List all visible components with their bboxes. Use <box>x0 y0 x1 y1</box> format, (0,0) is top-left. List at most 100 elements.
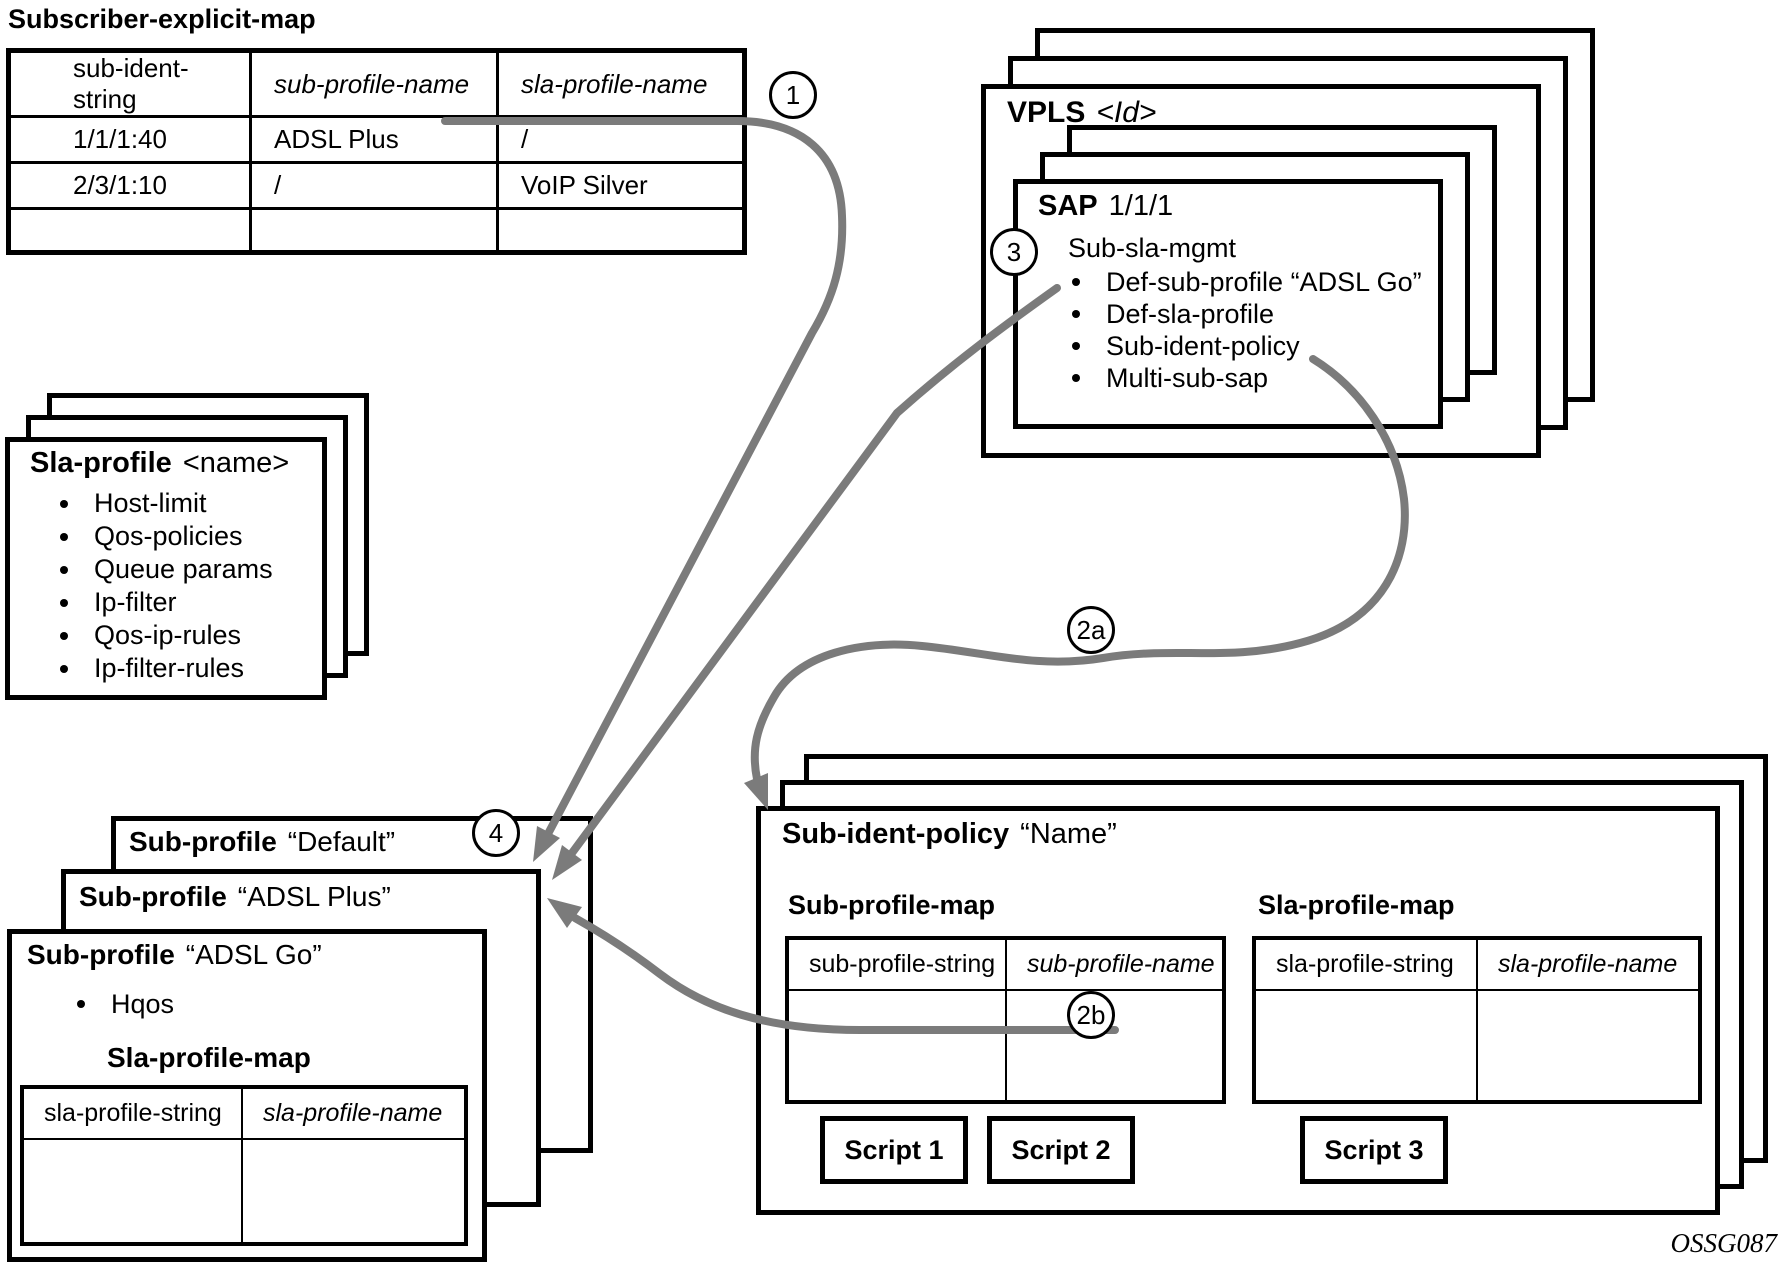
bullet-icon <box>60 664 68 673</box>
bullet-icon <box>1072 374 1080 382</box>
sla-profile-title: Sla-profile <name> <box>30 447 289 480</box>
sap-subtitle: Sub-sla-mgmt <box>1068 233 1237 263</box>
title-rest: “ADSL Go” <box>185 939 322 970</box>
sub-profile-map-heading: Sub-profile-map <box>788 890 995 920</box>
cell-sub-profile: / <box>249 161 499 210</box>
header-sla-profile-string: sla-profile-string <box>21 1086 243 1140</box>
vpls-title-id: <Id> <box>1096 96 1157 129</box>
sla-profile-box-front <box>5 437 327 700</box>
header-sla-profile-name: sla-profile-name <box>1476 937 1701 991</box>
list-item: Sub-ident-policy <box>1070 330 1422 362</box>
bullet-icon <box>60 499 68 508</box>
list-item: Multi-sub-sap <box>1070 362 1422 394</box>
sla-profile-map-heading-left: Sla-profile-map <box>107 1042 311 1073</box>
sub-profile-adsl-plus-title: Sub-profile “ADSL Plus” <box>79 881 391 913</box>
list-item-label: Ip-filter <box>94 587 177 617</box>
list-item-label: Queue params <box>94 554 273 584</box>
title-rest: “Name” <box>1020 818 1117 850</box>
bullet-icon <box>1072 342 1080 350</box>
sap-title: SAP 1/1/1 <box>1038 190 1173 223</box>
sap-title-bold: SAP <box>1038 190 1098 222</box>
list-item: Ip-filter <box>58 586 273 619</box>
bullet-icon <box>1072 278 1080 286</box>
header-sub-ident-string: sub-ident-string <box>7 49 252 118</box>
script-3-box: Script 3 <box>1300 1116 1448 1184</box>
title-rest: “Default” <box>287 826 396 857</box>
sub-profile-bullet-list: Hqos <box>75 988 174 1020</box>
list-item-label: Host-limit <box>94 488 207 518</box>
vpls-title-bold: VPLS <box>1007 96 1086 129</box>
list-item: Hqos <box>75 988 174 1020</box>
sub-ident-policy-title: Sub-ident-policy“Name” <box>782 818 1117 851</box>
cell-empty <box>1476 989 1701 1103</box>
sla-profile-map-table-left: sla-profile-string sla-profile-name <box>20 1085 468 1246</box>
title-bold: Sub-profile <box>79 881 227 912</box>
sap-title-id: 1/1/1 <box>1108 190 1174 222</box>
sub-profile-default-title: Sub-profile “Default” <box>129 826 395 858</box>
cell-empty <box>241 1138 467 1245</box>
table-row <box>7 207 746 254</box>
title-rest: “ADSL Plus” <box>237 881 391 912</box>
script-1-box: Script 1 <box>820 1116 968 1184</box>
table-row: 1/1/1:40 ADSL Plus / <box>7 115 746 164</box>
cell-empty <box>21 1138 243 1245</box>
explicit-map-title: Subscriber-explicit-map <box>8 4 316 34</box>
cell-sub-profile: ADSL Plus <box>249 115 499 164</box>
sla-profile-title-name: <name> <box>182 447 290 479</box>
table-header-row: sub-profile-string sub-profile-name <box>786 937 1225 991</box>
cell-sub-ident: 2/3/1:10 <box>7 161 252 210</box>
header-sla-profile-name: sla-profile-name <box>241 1086 467 1140</box>
sub-profile-map-table: sub-profile-string sub-profile-name <box>785 936 1226 1104</box>
list-item-label: Multi-sub-sap <box>1106 362 1269 393</box>
list-item-label: Def-sla-profile <box>1106 298 1275 329</box>
bullet-icon <box>60 598 68 607</box>
list-item-label: Sub-ident-policy <box>1106 330 1300 361</box>
table-row: 2/3/1:10 / VoIP Silver <box>7 161 746 210</box>
cell-sub-ident <box>7 207 252 254</box>
bullet-icon <box>60 631 68 640</box>
sap-bullet-list: Def-sub-profile “ADSL Go” Def-sla-profil… <box>1070 266 1422 394</box>
subscriber-explicit-map-table: sub-ident-string sub-profile-name sla-pr… <box>6 48 747 255</box>
step-badge-1: 1 <box>769 71 817 119</box>
table-row <box>786 989 1225 1103</box>
cell-sub-profile <box>249 207 499 254</box>
header-sub-profile-string: sub-profile-string <box>786 937 1007 991</box>
list-item-label: Ip-filter-rules <box>94 653 245 683</box>
cell-empty <box>1005 989 1225 1103</box>
table-row <box>1253 989 1701 1103</box>
table-header-row: sub-ident-string sub-profile-name sla-pr… <box>7 49 746 118</box>
list-item: Def-sub-profile “ADSL Go” <box>1070 266 1422 298</box>
list-item: Qos-policies <box>58 520 273 553</box>
figure-id-label: OSSG087 <box>1670 1228 1778 1258</box>
cell-sla-profile: / <box>496 115 746 164</box>
step-badge-3: 3 <box>990 228 1038 276</box>
cell-sub-ident: 1/1/1:40 <box>7 115 252 164</box>
cell-sla-profile <box>496 207 746 254</box>
list-item-label: Qos-policies <box>94 521 243 551</box>
list-item: Qos-ip-rules <box>58 619 273 652</box>
sla-profile-bullet-list: Host-limit Qos-policies Queue params Ip-… <box>58 487 273 685</box>
table-header-row: sla-profile-string sla-profile-name <box>21 1086 467 1140</box>
cell-empty <box>786 989 1007 1103</box>
list-item-label: Hqos <box>111 988 175 1019</box>
table-row <box>21 1138 467 1245</box>
list-item-label: Def-sub-profile “ADSL Go” <box>1106 266 1422 297</box>
list-item: Def-sla-profile <box>1070 298 1422 330</box>
bullet-icon <box>77 1000 85 1008</box>
sla-profile-map-heading-right: Sla-profile-map <box>1258 890 1455 920</box>
arrow-2a-head <box>744 773 768 810</box>
step-badge-2a: 2a <box>1067 606 1115 654</box>
sla-profile-title-bold: Sla-profile <box>30 447 172 479</box>
cell-sla-profile: VoIP Silver <box>496 161 746 210</box>
sub-profile-adsl-go-title: Sub-profile“ADSL Go” <box>27 939 322 971</box>
list-item-label: Qos-ip-rules <box>94 620 242 650</box>
sla-profile-map-table-right: sla-profile-string sla-profile-name <box>1252 936 1702 1104</box>
bullet-icon <box>60 532 68 541</box>
header-sla-profile-string: sla-profile-string <box>1253 937 1478 991</box>
bullet-icon <box>60 565 68 574</box>
step-badge-2b: 2b <box>1067 991 1115 1039</box>
cell-empty <box>1253 989 1478 1103</box>
vpls-title: VPLS <Id> <box>1007 96 1156 130</box>
title-bold: Sub-profile <box>129 826 277 857</box>
